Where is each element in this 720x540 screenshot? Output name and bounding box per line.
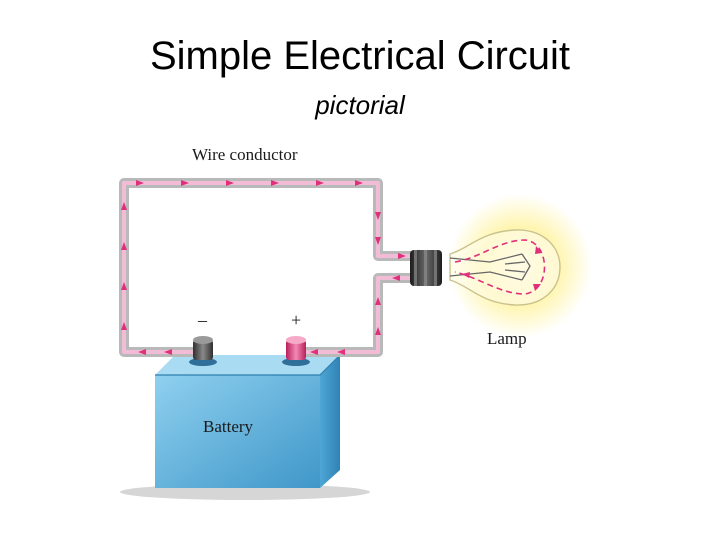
lamp: [410, 194, 592, 338]
wire-conductor: [119, 178, 423, 357]
arrow: [392, 275, 400, 281]
arrow: [226, 180, 234, 186]
wire-conductor-label: Wire conductor: [192, 145, 298, 164]
arrow: [337, 349, 345, 355]
arrow: [121, 202, 127, 210]
arrow: [271, 180, 279, 186]
positive-terminal: [282, 336, 310, 366]
lamp-socket: [410, 250, 442, 286]
page-subtitle: pictorial: [315, 90, 405, 120]
current-arrows: [121, 180, 406, 355]
arrow: [138, 349, 146, 355]
battery: [155, 354, 341, 488]
arrow: [535, 246, 542, 254]
arrow: [136, 180, 144, 186]
arrow: [316, 180, 324, 186]
lamp-current-path: [454, 239, 546, 295]
arrow: [375, 237, 381, 245]
arrow: [375, 297, 381, 305]
arrow: [164, 349, 172, 355]
arrow: [462, 272, 470, 278]
positive-sign: +: [291, 310, 301, 330]
page-title: Simple Electrical Circuit: [149, 34, 571, 78]
arrow: [533, 284, 541, 291]
negative-sign: –: [197, 310, 208, 330]
arrow: [355, 180, 363, 186]
lamp-bulb: [449, 229, 561, 306]
arrow: [375, 212, 381, 220]
arrow: [398, 253, 406, 259]
arrow: [121, 242, 127, 250]
lamp-label: Lamp: [487, 329, 527, 348]
arrow: [181, 180, 189, 186]
battery-label: Battery: [203, 417, 254, 436]
arrow: [310, 349, 318, 355]
negative-terminal: [189, 336, 217, 366]
arrow: [121, 322, 127, 330]
arrow: [121, 282, 127, 290]
arrow: [375, 327, 381, 335]
